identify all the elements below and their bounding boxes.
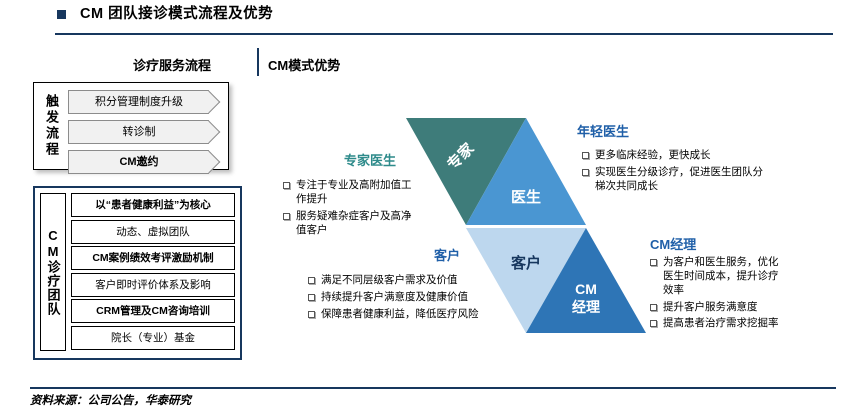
cm-triangle-label-line1: CM (575, 281, 597, 297)
young-doctor-bullets: 更多临床经验，更快成长 实现医生分级诊疗，促进医生团队分梯次共同成长 (582, 149, 764, 197)
team-item: CM案例绩效考评激励机制 (71, 246, 235, 270)
expert-triangle (406, 118, 526, 225)
cm-team-box: CM诊疗团队 以“患者健康利益”为核心 动态、虚拟团队 CM案例绩效考评激励机制… (33, 186, 242, 360)
customer-bullets: 满足不同层级客户需求及价值 持续提升客户满意度及健康价值 保障患者健康利益，降低… (308, 274, 488, 325)
team-item: 以“患者健康利益”为核心 (71, 193, 235, 217)
group-title-young-doctor: 年轻医生 (577, 124, 630, 139)
footer-divider (30, 387, 836, 389)
page-title: CM 团队接诊模式流程及优势 (80, 6, 274, 22)
left-section-title: 诊疗服务流程 (133, 58, 212, 73)
group-title-cm-manager: CM经理 (650, 237, 697, 252)
section-divider (257, 48, 259, 76)
trigger-flow-steps: 积分管理制度升级 转诊制 CM邀约 (68, 90, 220, 180)
expert-doctor-bullets: 专注于专业及高附加值工作提升 服务疑难杂症客户及高净值客户 (283, 179, 421, 240)
flow-step: CM邀约 (68, 150, 209, 174)
bullet-item: 保障患者健康利益，降低医疗风险 (308, 308, 488, 322)
doctor-triangle (466, 118, 586, 225)
flow-step: 转诊制 (68, 120, 209, 144)
right-section-title: CM模式优势 (268, 58, 341, 73)
trigger-flow-label: 触发流程 (44, 94, 59, 158)
bullet-item: 专注于专业及高附加值工作提升 (283, 179, 421, 207)
team-item: 动态、虚拟团队 (71, 220, 235, 244)
team-item: CRM管理及CM咨询培训 (71, 299, 235, 323)
title-marker-square (57, 10, 66, 19)
team-item: 院长（专业）基金 (71, 326, 235, 350)
bullet-item: 为客户和医生服务，优化医生时间成本，提升诊疗效率 (650, 256, 780, 298)
customer-triangle-label: 客户 (510, 254, 541, 272)
group-title-expert-doctor: 专家医生 (344, 153, 397, 168)
bullet-item: 满足不同层级客户需求及价值 (308, 274, 488, 288)
bullet-item: 持续提升客户满意度及健康价值 (308, 291, 488, 305)
trigger-flow-box: 触发流程 积分管理制度升级 转诊制 CM邀约 (33, 82, 229, 174)
customer-triangle (466, 228, 586, 333)
bullet-item: 实现医生分级诊疗，促进医生团队分梯次共同成长 (582, 166, 764, 194)
bullet-item: 提升客户服务满意度 (650, 301, 780, 315)
bullet-item: 提高患者治疗需求挖掘率 (650, 317, 780, 331)
doctor-triangle-label: 医生 (511, 188, 541, 206)
cm-team-label-box: CM诊疗团队 (40, 193, 66, 351)
group-title-customer: 客户 (434, 248, 461, 263)
flow-step: 积分管理制度升级 (68, 90, 209, 114)
team-item: 客户即时评价体系及影响 (71, 273, 235, 297)
triangle-diagram: 专家 医生 客户 CM 经理 (406, 118, 646, 333)
bullet-item: 更多临床经验，更快成长 (582, 149, 764, 163)
title-divider (55, 33, 833, 35)
source-note: 资料来源：公司公告，华泰研究 (30, 395, 191, 407)
bullet-item: 服务疑难杂症客户及高净值客户 (283, 210, 421, 238)
cm-triangle (526, 228, 646, 333)
cm-manager-bullets: 为客户和医生服务，优化医生时间成本，提升诊疗效率 提升客户服务满意度 提高患者治… (650, 256, 780, 334)
cm-triangle-label-line2: 经理 (572, 299, 600, 315)
cm-team-label: CM诊疗团队 (45, 228, 61, 316)
